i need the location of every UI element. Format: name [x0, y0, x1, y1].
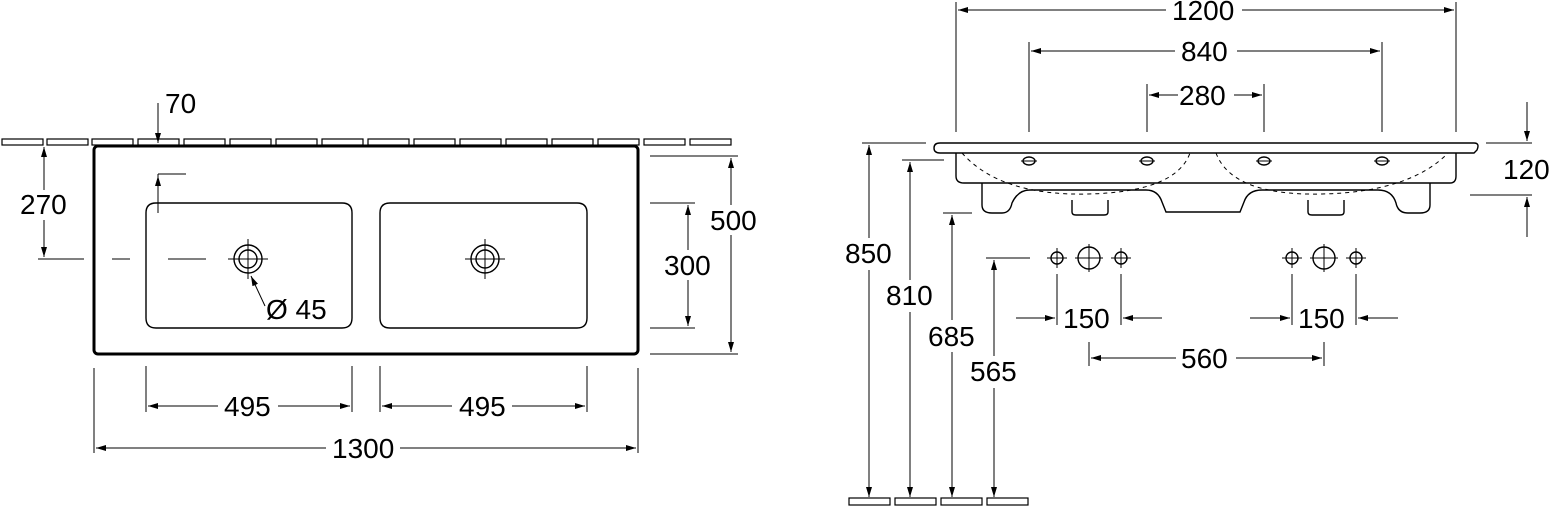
floor-strip	[848, 497, 1029, 506]
dim-bowl-depth: 300	[664, 250, 711, 281]
dim-waste-diameter: Ø 45	[266, 294, 327, 325]
dim-width-small: 280	[1179, 80, 1226, 111]
dim-height-rim: 810	[886, 280, 933, 311]
dim-total-width: 1300	[332, 433, 394, 464]
basin-elevation	[933, 142, 1479, 216]
front-view: 1200 840 280	[840, 0, 1550, 506]
dim-bowl-left-width: 495	[224, 391, 271, 422]
waste-outlet-left	[228, 239, 268, 279]
waste-outlet-right	[465, 239, 505, 279]
dim-edge-to-centre: 270	[20, 189, 67, 220]
dim-tap-centres: 560	[1181, 343, 1228, 374]
dim-offset-top: 70	[165, 88, 196, 119]
dim-bowl-right-width: 495	[459, 391, 506, 422]
dim-width-top: 1200	[1172, 0, 1234, 26]
bowl-left	[145, 202, 353, 329]
dim-tap-spacing-right: 150	[1298, 303, 1345, 334]
dim-tap-spacing-left: 150	[1063, 303, 1110, 334]
dim-depth: 500	[710, 205, 757, 236]
dim-height-top: 850	[845, 238, 892, 269]
plan-view: 70 270 500 300 Ø 45 495 495	[1, 88, 761, 464]
dim-height-underside: 685	[928, 321, 975, 352]
dim-width-mid: 840	[1181, 36, 1228, 67]
bowl-right	[379, 202, 588, 329]
basin-outline-plan	[92, 144, 640, 356]
connections-right	[1282, 244, 1366, 272]
dim-thickness: 120	[1503, 154, 1550, 185]
wall-strip-plan	[1, 138, 732, 146]
connections-left	[1047, 244, 1131, 272]
dim-height-connections: 565	[970, 356, 1017, 387]
